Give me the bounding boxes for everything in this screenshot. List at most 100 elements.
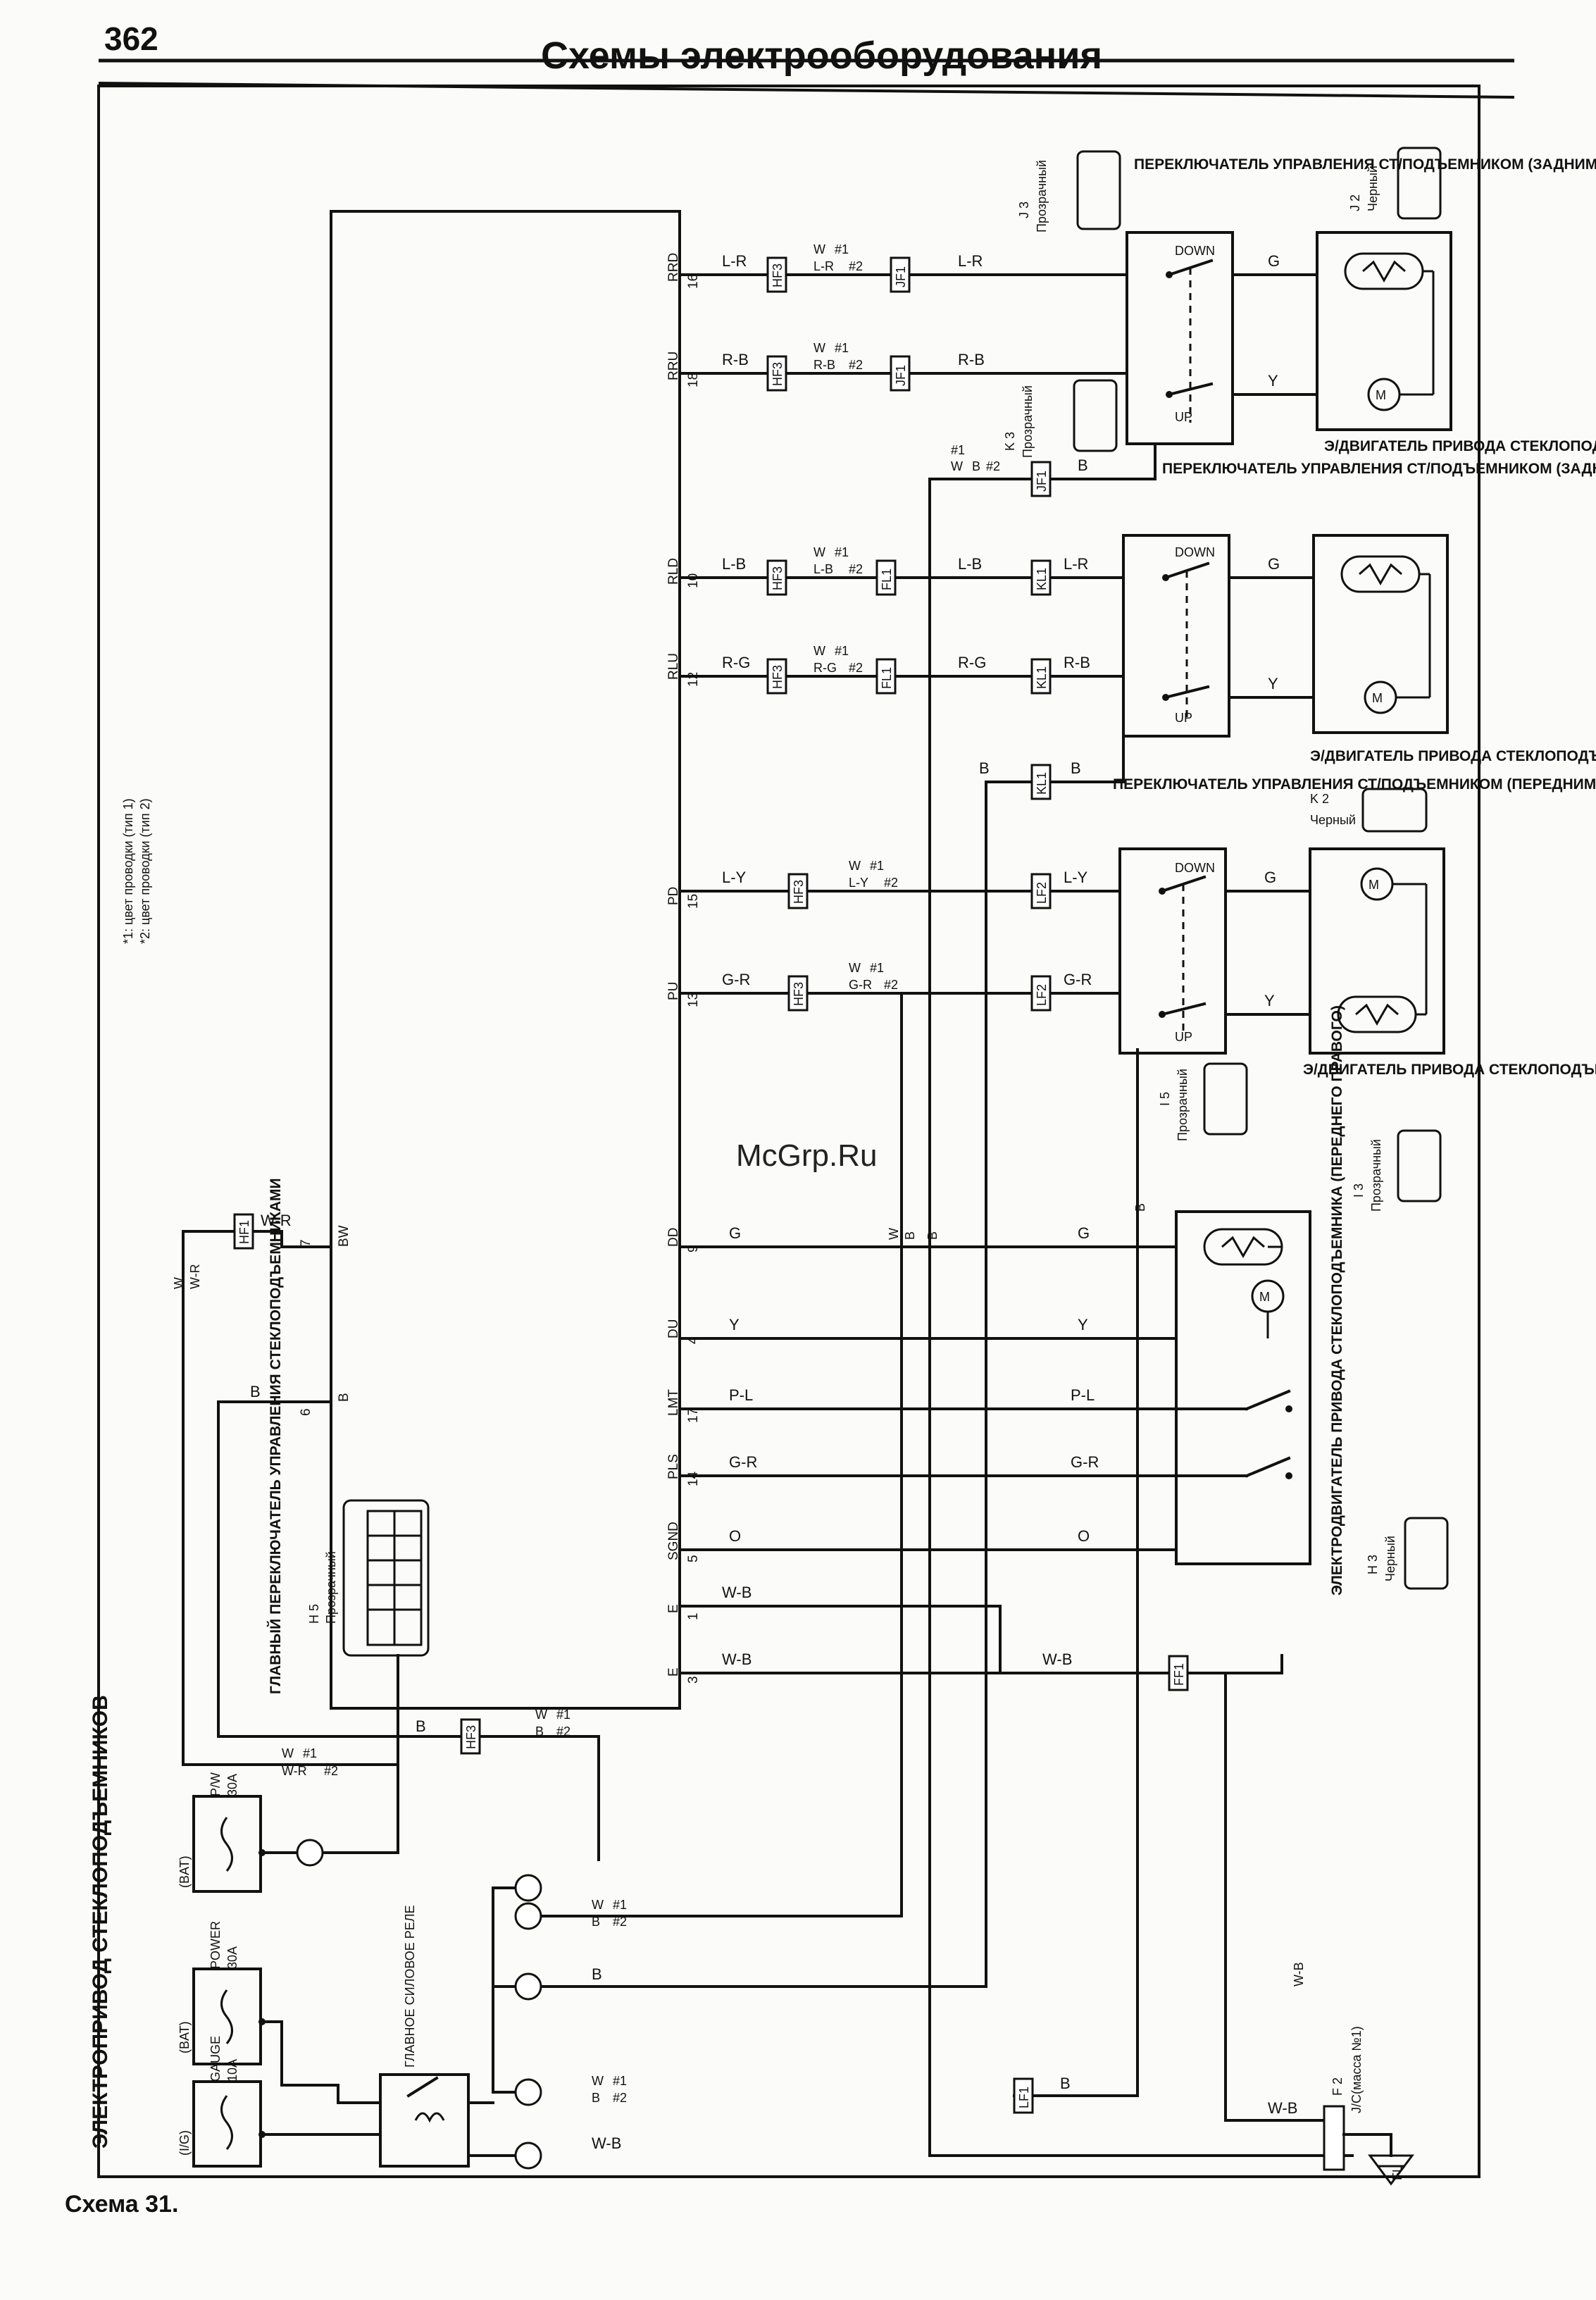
terminal-bw: BW bbox=[337, 1225, 351, 1247]
svg-text:M: M bbox=[1259, 1290, 1270, 1304]
svg-text:HF3: HF3 bbox=[464, 1725, 478, 1749]
svg-text:13: 13 bbox=[686, 993, 701, 1007]
terminal-dd: DD bbox=[666, 1228, 681, 1247]
fl-motor-connector-icon bbox=[1397, 1129, 1442, 1202]
fuse-power-name: POWER bbox=[208, 1921, 223, 1969]
svg-text:#1: #1 bbox=[613, 2074, 627, 2088]
ground-point: FL bbox=[1390, 2165, 1404, 2180]
svg-text:#2: #2 bbox=[613, 2091, 627, 2105]
svg-text:UP: UP bbox=[1175, 711, 1192, 725]
svg-text:#2: #2 bbox=[884, 876, 898, 890]
fuse-pw-name: P/W bbox=[208, 1772, 223, 1796]
svg-text:B: B bbox=[1078, 456, 1088, 474]
wire-color-labels: L-R W #1 L-R #2 L-R R-B W #1 R-B #2 R-B … bbox=[250, 242, 1297, 2152]
fl-switch-connector-icon bbox=[1203, 1062, 1248, 1136]
ground-label: J/C(масса №1) bbox=[1349, 2026, 1364, 2113]
svg-text:M: M bbox=[1369, 878, 1379, 892]
svg-text:L-B: L-B bbox=[958, 555, 982, 573]
rl-switch-connector-icon bbox=[1073, 379, 1118, 452]
svg-text:#2: #2 bbox=[324, 1764, 338, 1778]
svg-text:W: W bbox=[813, 545, 825, 559]
svg-text:3: 3 bbox=[686, 1676, 701, 1684]
main-relay bbox=[337, 2073, 494, 2168]
svg-text:B: B bbox=[592, 1965, 602, 1983]
svg-text:JF1: JF1 bbox=[894, 266, 908, 287]
svg-text:L-R: L-R bbox=[722, 252, 747, 270]
terminal-pu: PU bbox=[666, 982, 681, 1000]
svg-text:Прозрачный: Прозрачный bbox=[1035, 160, 1049, 232]
terminal-rru: RRU bbox=[666, 352, 681, 380]
svg-text:W: W bbox=[282, 1746, 294, 1760]
svg-text:L-B: L-B bbox=[722, 555, 746, 573]
svg-text:W-B: W-B bbox=[722, 1584, 752, 1601]
svg-text:W: W bbox=[592, 2074, 604, 2088]
ground-symbol bbox=[1323, 2105, 1414, 2186]
svg-text:FF1: FF1 bbox=[1172, 1663, 1186, 1686]
svg-text:Y: Y bbox=[1264, 992, 1275, 1009]
svg-text:M: M bbox=[1376, 388, 1386, 402]
svg-text:L-Y: L-Y bbox=[849, 876, 868, 890]
svg-text:HF3: HF3 bbox=[771, 665, 785, 689]
svg-text:DOWN: DOWN bbox=[1175, 861, 1215, 875]
svg-text:W-B: W-B bbox=[722, 1651, 752, 1668]
svg-text:HF3: HF3 bbox=[771, 362, 785, 386]
svg-text:W-B: W-B bbox=[1042, 1651, 1072, 1668]
svg-text:HF3: HF3 bbox=[792, 982, 806, 1006]
svg-text:#2: #2 bbox=[849, 562, 863, 576]
svg-text:R-G: R-G bbox=[958, 654, 986, 671]
svg-text:5: 5 bbox=[686, 1555, 701, 1562]
ground-connector: F 2 bbox=[1330, 2077, 1345, 2096]
svg-text:L-B: L-B bbox=[813, 562, 833, 576]
main-switch-connector-color: Прозрачный bbox=[324, 1551, 338, 1624]
svg-text:L-Y: L-Y bbox=[1064, 869, 1088, 886]
svg-text:W-R: W-R bbox=[282, 1764, 307, 1778]
main-switch-title: ГЛАВНЫЙ ПЕРЕКЛЮЧАТЕЛЬ УПРАВЛЕНИЯ СТЕКЛОП… bbox=[267, 1178, 284, 1694]
svg-text:M: M bbox=[1372, 691, 1383, 705]
svg-text:W: W bbox=[813, 644, 825, 658]
svg-text:16: 16 bbox=[686, 274, 701, 289]
svg-text:18: 18 bbox=[686, 373, 701, 387]
svg-text:G: G bbox=[1264, 869, 1276, 886]
svg-text:W: W bbox=[951, 459, 963, 473]
fl-motor: M bbox=[1309, 847, 1445, 1055]
rr-motor-title: Э/ДВИГАТЕЛЬ ПРИВОДА СТЕКЛОПОДЪЕМНИКА (ЗА… bbox=[1324, 438, 1596, 454]
svg-text:Прозрачный: Прозрачный bbox=[1176, 1069, 1190, 1141]
note-type-1: *1: цвет проводки (тип 1) bbox=[121, 798, 135, 944]
svg-text:6: 6 bbox=[299, 1408, 313, 1416]
svg-text:R-B: R-B bbox=[813, 358, 835, 372]
terminal-rrd: RRD bbox=[666, 253, 681, 282]
svg-text:W: W bbox=[813, 242, 825, 256]
svg-text:L-Y: L-Y bbox=[722, 869, 747, 886]
svg-text:DOWN: DOWN bbox=[1175, 244, 1215, 258]
fuse-power bbox=[192, 1968, 339, 2104]
svg-text:Прозрачный: Прозрачный bbox=[1369, 1139, 1383, 1212]
terminal-du: DU bbox=[666, 1319, 681, 1338]
rl-motor-title: Э/ДВИГАТЕЛЬ ПРИВОДА СТЕКЛОПОДЪЕМНИКА (ЗА… bbox=[1310, 748, 1596, 764]
svg-text:KL1: KL1 bbox=[1035, 568, 1049, 590]
fl-switch-title: ПЕРЕКЛЮЧАТЕЛЬ УПРАВЛЕНИЯ СТ/ПОДЪЕМНИКОМ … bbox=[1113, 776, 1596, 792]
svg-text:I 3: I 3 bbox=[1352, 1183, 1366, 1198]
svg-text:HF1: HF1 bbox=[237, 1220, 251, 1244]
svg-text:14: 14 bbox=[686, 1471, 701, 1486]
svg-text:Прозрачный: Прозрачный bbox=[1021, 385, 1035, 458]
svg-text:HF3: HF3 bbox=[771, 263, 785, 287]
svg-text:KL1: KL1 bbox=[1035, 666, 1049, 689]
svg-text:G-R: G-R bbox=[1071, 1453, 1099, 1471]
svg-text:UP: UP bbox=[1175, 410, 1192, 424]
main-switch-connector-icon bbox=[342, 1499, 430, 1657]
svg-text:H 3: H 3 bbox=[1366, 1555, 1380, 1574]
fr-motor-connector-icon bbox=[1404, 1517, 1449, 1590]
svg-text:R-B: R-B bbox=[1064, 654, 1090, 671]
fr-motor-title: ЭЛЕКТРОДВИГАТЕЛЬ ПРИВОДА СТЕКЛОПОДЪЕМНИК… bbox=[1329, 1005, 1345, 1596]
svg-text:R-B: R-B bbox=[722, 351, 749, 368]
terminal-e2: E bbox=[666, 1667, 681, 1677]
svg-text:W-R: W-R bbox=[188, 1264, 202, 1289]
svg-text:#1: #1 bbox=[870, 859, 884, 873]
terminal-sgnd: SGND bbox=[666, 1522, 681, 1560]
relay-output-connectors bbox=[296, 1839, 542, 2170]
main-switch-connector-id: H 5 bbox=[307, 1604, 321, 1624]
svg-text:JF1: JF1 bbox=[894, 365, 908, 386]
svg-text:10: 10 bbox=[686, 573, 701, 588]
svg-text:#2: #2 bbox=[849, 358, 863, 372]
